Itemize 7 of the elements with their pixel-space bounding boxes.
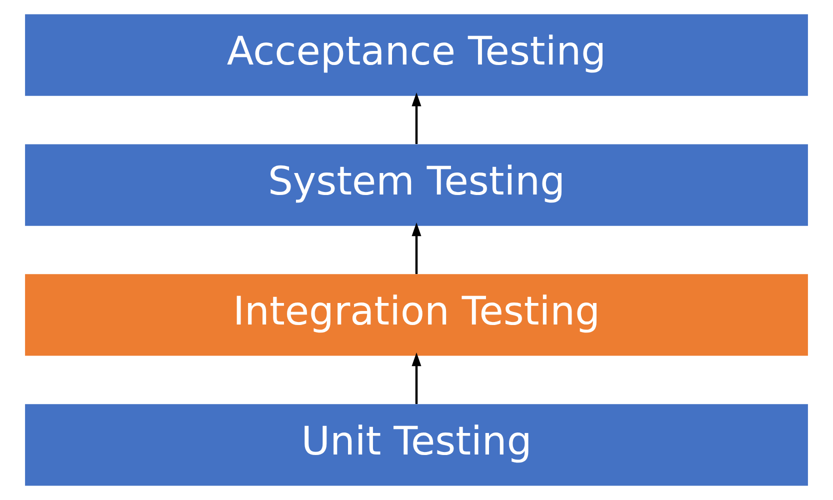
- node-box: Acceptance Testing: [25, 14, 808, 96]
- arrow: [412, 352, 422, 404]
- node-box: System Testing: [25, 144, 808, 226]
- node-box: Integration Testing: [25, 274, 808, 356]
- arrow: [412, 92, 422, 144]
- node-box: Unit Testing: [25, 404, 808, 486]
- arrow: [412, 222, 422, 274]
